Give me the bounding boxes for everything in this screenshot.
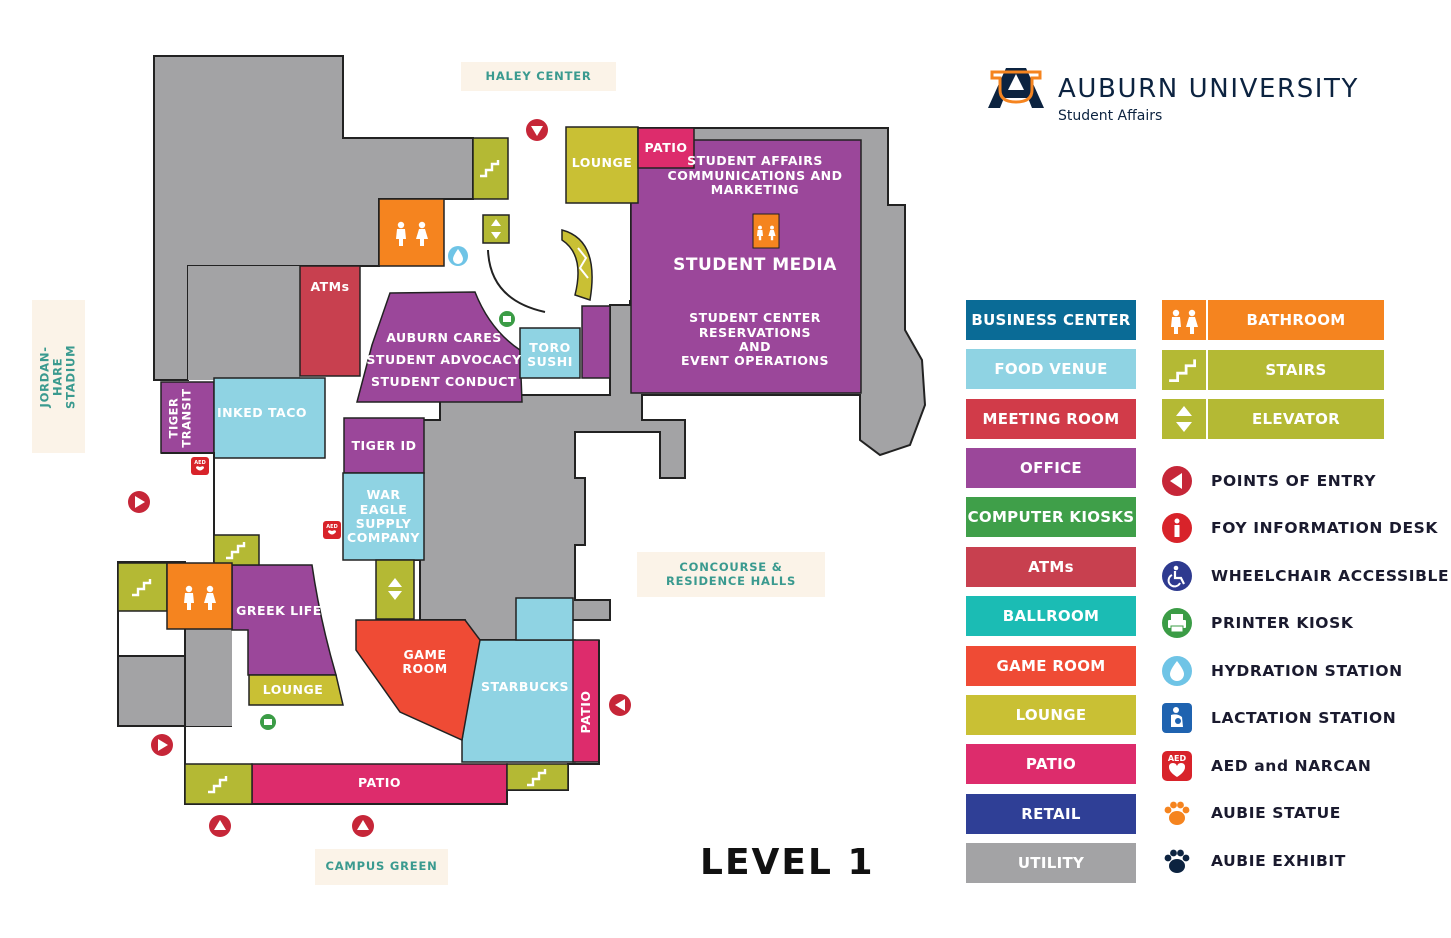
room-patio-top[interactable]: PATIO bbox=[644, 139, 688, 155]
elevator-markers bbox=[375, 214, 510, 620]
bathroom-markers bbox=[166, 198, 780, 630]
legend-hydration-label: HYDRATION STATION bbox=[1211, 662, 1403, 680]
brand-name: AUBURN UNIVERSITY bbox=[1058, 74, 1360, 104]
room-reservations[interactable]: STUDENT CENTER RESERVATIONS AND EVENT OP… bbox=[680, 310, 829, 369]
level-title: LEVEL 1 bbox=[700, 842, 875, 883]
legend-hydration: HYDRATION STATION bbox=[1160, 654, 1403, 688]
legend-office: OFFICE bbox=[966, 448, 1136, 488]
legend-aed: AED AED and NARCAN bbox=[1160, 749, 1371, 783]
room-tiger-transit[interactable]: TIGER TRANSIT bbox=[166, 388, 194, 448]
room-patio-right[interactable]: PATIO bbox=[577, 690, 593, 734]
aed-icon: AED bbox=[1160, 749, 1194, 783]
legend-lactation: LACTATION STATION bbox=[1160, 701, 1396, 735]
aed-markers: AED AED bbox=[191, 457, 341, 539]
room-war-eagle-supply[interactable]: WAR EAGLE SUPPLY COMPANY bbox=[347, 487, 420, 546]
room-patio-bottom[interactable]: PATIO bbox=[357, 774, 402, 790]
direction-haley-center: HALEY CENTER bbox=[461, 62, 616, 91]
legend-retail: RETAIL bbox=[966, 794, 1136, 834]
bathroom-icon bbox=[1162, 300, 1208, 340]
room-toro-sushi[interactable]: TORO SUSHI bbox=[527, 339, 573, 369]
legend-bathroom-label: BATHROOM bbox=[1246, 311, 1346, 329]
svg-text:AED: AED bbox=[326, 524, 337, 530]
hydration-station-marker bbox=[448, 246, 468, 266]
entry-point-icon bbox=[1160, 464, 1194, 498]
legend-wheelchair-label: WHEELCHAIR ACCESSIBLE bbox=[1211, 567, 1450, 585]
room-lounge-bottom[interactable]: LOUNGE bbox=[262, 681, 324, 697]
auburn-logo-icon bbox=[988, 68, 1044, 108]
direction-campus-green: CAMPUS GREEN bbox=[315, 849, 448, 885]
legend-aubie-statue-label: AUBIE STATUE bbox=[1211, 804, 1341, 822]
room-student-media[interactable]: STUDENT MEDIA bbox=[673, 255, 837, 276]
room-greek-life[interactable]: GREEK LIFE bbox=[236, 602, 322, 618]
legend-atms: ATMs bbox=[966, 547, 1136, 587]
rotunda bbox=[478, 197, 630, 313]
wheelchair-icon bbox=[1160, 559, 1194, 593]
brand-subtitle: Student Affairs bbox=[1058, 108, 1163, 124]
legend-wheelchair: WHEELCHAIR ACCESSIBLE bbox=[1160, 559, 1449, 593]
floor-map: AED AED bbox=[117, 55, 927, 837]
lounge-top-area bbox=[565, 126, 639, 204]
food-venues bbox=[213, 327, 581, 763]
legend-points-of-entry: POINTS OF ENTRY bbox=[1160, 464, 1376, 498]
office-rooms bbox=[160, 139, 862, 676]
legend-points-of-entry-label: POINTS OF ENTRY bbox=[1211, 472, 1377, 490]
room-inked-taco[interactable]: INKED TACO bbox=[216, 404, 308, 420]
direction-jordan-hare-text: JORDAN-HARE STADIUM bbox=[37, 344, 79, 409]
room-tiger-id[interactable]: TIGER ID bbox=[351, 437, 417, 453]
legend-meeting-room: MEETING ROOM bbox=[966, 399, 1136, 439]
legend-printer: PRINTER KIOSK bbox=[1160, 606, 1353, 640]
legend-aubie-exhibit-label: AUBIE EXHIBIT bbox=[1211, 852, 1346, 870]
legend-game-room: GAME ROOM bbox=[966, 646, 1136, 686]
patio-top-area bbox=[637, 127, 695, 169]
legend-lounge: LOUNGE bbox=[966, 695, 1136, 735]
legend-info-desk-label: FOY INFORMATION DESK bbox=[1211, 519, 1439, 537]
legend-computer-kiosks: COMPUTER KIOSKS bbox=[966, 497, 1136, 537]
printer-kiosk-markers bbox=[260, 311, 515, 730]
atm-room bbox=[299, 265, 361, 377]
legend-business-center: BUSINESS CENTER bbox=[966, 300, 1136, 340]
legend-food-venue: FOOD VENUE bbox=[966, 349, 1136, 389]
legend-ballroom: BALLROOM bbox=[966, 596, 1136, 636]
game-room-area bbox=[355, 619, 481, 742]
legend-printer-label: PRINTER KIOSK bbox=[1211, 614, 1354, 632]
room-auburn-cares[interactable]: AUBURN CARES bbox=[386, 329, 502, 345]
room-sa-communications[interactable]: STUDENT AFFAIRS COMMUNICATIONS AND MARKE… bbox=[667, 153, 843, 198]
direction-concourse: CONCOURSE & RESIDENCE HALLS bbox=[637, 552, 825, 597]
legend-elevator-label: ELEVATOR bbox=[1251, 410, 1341, 428]
entry-point-markers bbox=[128, 119, 631, 837]
elevator-icon bbox=[1162, 399, 1208, 439]
legend-bathroom: BATHROOM bbox=[1162, 300, 1384, 340]
stairs-icon bbox=[1162, 350, 1208, 390]
printer-icon bbox=[1160, 606, 1194, 640]
legend-stairs-label: STAIRS bbox=[1265, 361, 1327, 379]
patio-right-area bbox=[572, 639, 600, 763]
room-atms[interactable]: ATMs bbox=[310, 278, 350, 294]
paw-navy-icon bbox=[1160, 844, 1194, 878]
legend-aubie-statue: AUBIE STATUE bbox=[1160, 796, 1341, 830]
room-student-conduct[interactable]: STUDENT CONDUCT bbox=[371, 373, 517, 389]
lactation-icon bbox=[1160, 701, 1194, 735]
direction-jordan-hare: JORDAN-HARE STADIUM bbox=[32, 300, 85, 453]
patio-bottom-area bbox=[251, 763, 508, 805]
room-starbucks[interactable]: STARBUCKS bbox=[481, 678, 569, 694]
legend-lactation-label: LACTATION STATION bbox=[1211, 709, 1397, 727]
legend-elevator: ELEVATOR bbox=[1162, 399, 1384, 439]
svg-text:AED: AED bbox=[194, 460, 205, 466]
room-lounge-top[interactable]: LOUNGE bbox=[571, 154, 633, 170]
info-desk-icon bbox=[1160, 511, 1194, 545]
legend-info-desk: FOY INFORMATION DESK bbox=[1160, 511, 1438, 545]
room-student-advocacy[interactable]: STUDENT ADVOCACY bbox=[366, 351, 522, 367]
legend-aed-label: AED and NARCAN bbox=[1211, 757, 1372, 775]
legend-utility: UTILITY bbox=[966, 843, 1136, 883]
legend-patio: PATIO bbox=[966, 744, 1136, 784]
legend-stairs: STAIRS bbox=[1162, 350, 1384, 390]
lounge-bottom-area bbox=[248, 674, 344, 706]
paw-orange-icon bbox=[1160, 796, 1194, 830]
hydration-icon bbox=[1160, 654, 1194, 688]
legend-aubie-exhibit: AUBIE EXHIBIT bbox=[1160, 844, 1346, 878]
svg-text:AED: AED bbox=[1168, 754, 1187, 763]
room-game-room[interactable]: GAME ROOM bbox=[402, 646, 448, 676]
stairs-markers bbox=[117, 137, 569, 805]
main-corridor bbox=[314, 270, 390, 705]
